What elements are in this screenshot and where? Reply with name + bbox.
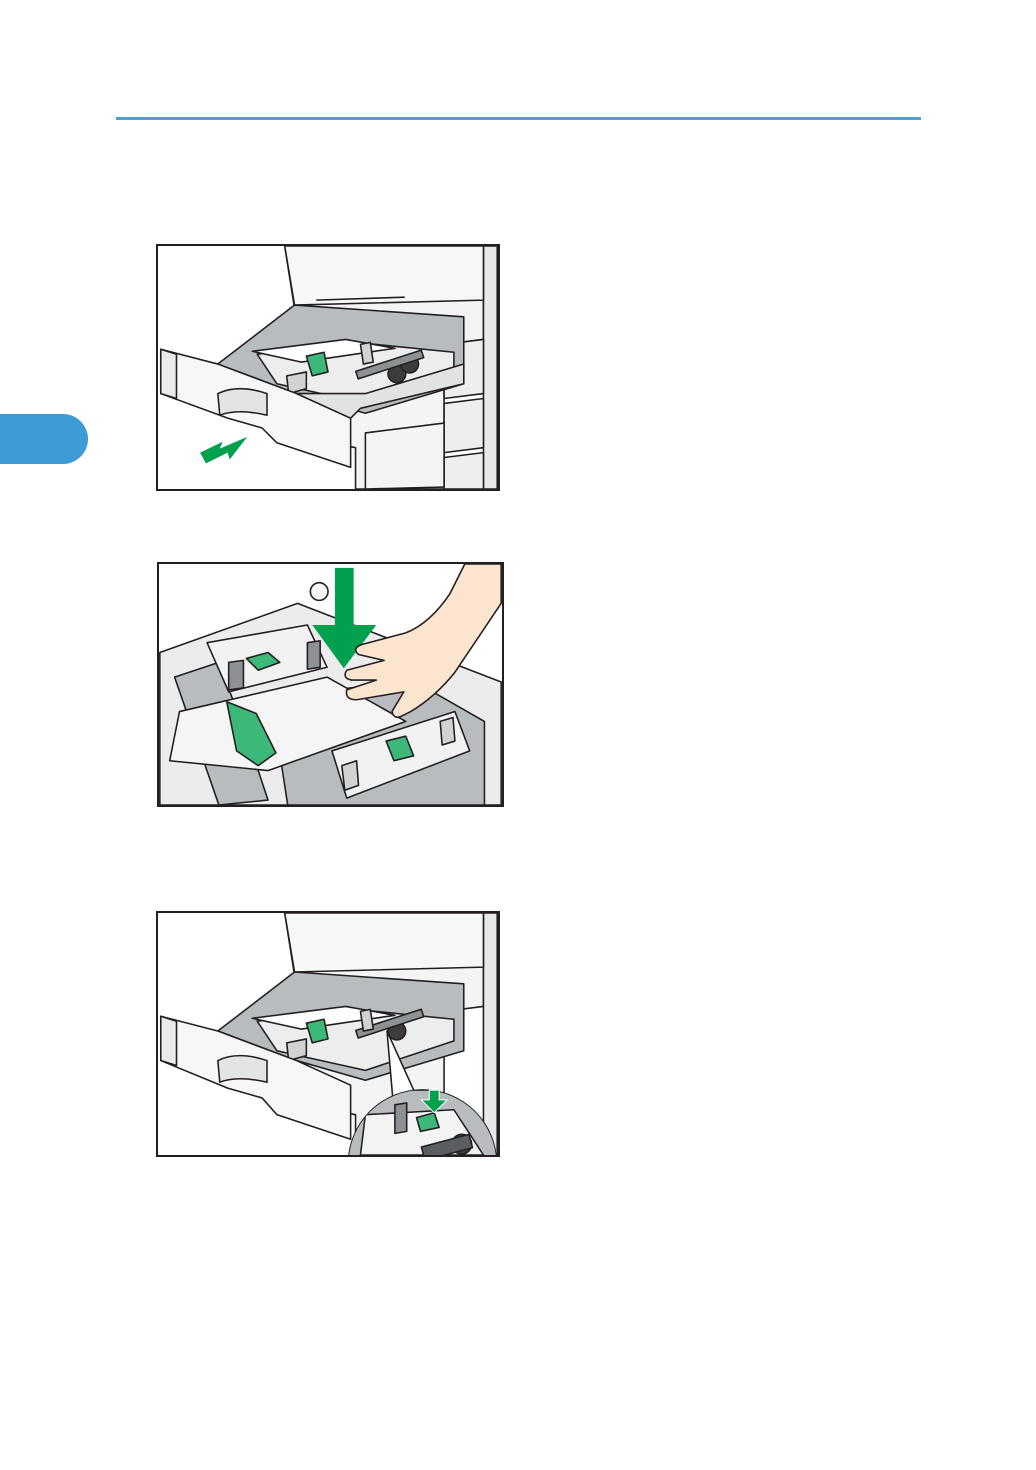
press-plate-down-illustration <box>157 562 504 807</box>
chapter-tab <box>0 414 88 464</box>
header-rule <box>116 117 921 120</box>
tray-pull-out-illustration <box>156 244 500 491</box>
arrow-pull-icon <box>200 437 247 464</box>
lever-lock-illustration <box>156 911 500 1157</box>
